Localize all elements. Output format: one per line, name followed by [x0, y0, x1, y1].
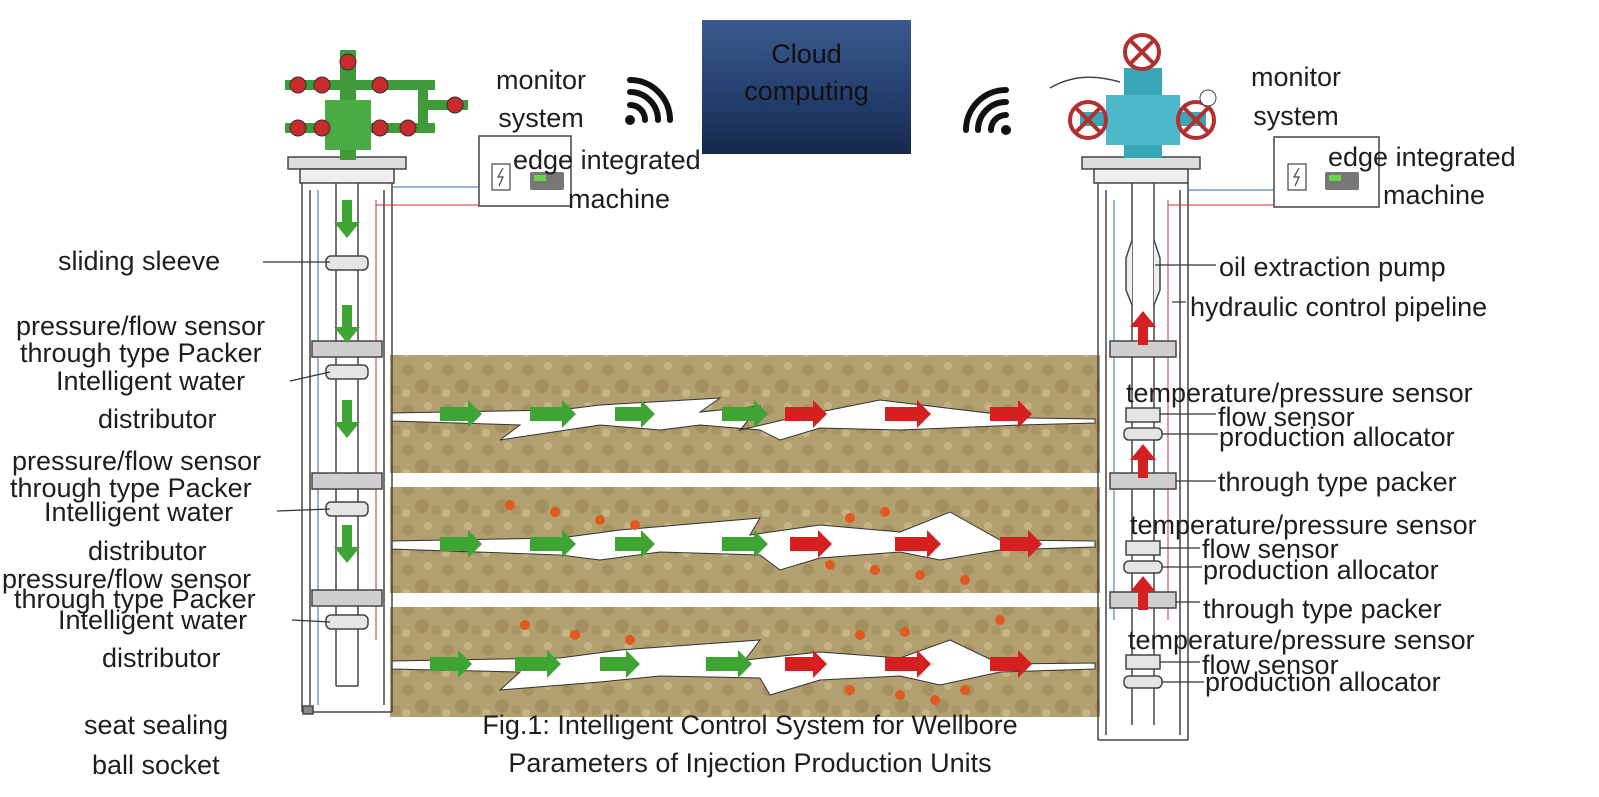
right-edge-label-1: edge integrated — [1328, 142, 1516, 172]
water-arrows — [430, 400, 768, 678]
left-wd-label-1a: Intelligent water — [56, 366, 246, 396]
right-temp-label-3: temperature/pressure sensor — [1128, 625, 1475, 655]
left-wd-label-2b: distributor — [88, 536, 207, 566]
left-monitor-label-1: monitor — [495, 65, 587, 95]
right-alloc-label-3: production allocator — [1205, 667, 1441, 697]
oil-droplets — [505, 500, 1005, 705]
wifi-icon-right — [963, 87, 1011, 135]
figure-caption-line2: Parameters of Injection Production Units — [508, 748, 992, 778]
left-monitor-label-2: system — [498, 103, 584, 133]
sliding-sleeve-label: sliding sleeve — [58, 246, 221, 276]
left-sensor-label-3: pressure/flow sensor — [2, 564, 252, 594]
left-packer-label-1: through type Packer — [20, 338, 262, 368]
leader-lines — [263, 261, 1218, 683]
left-edge-label-2: machine — [568, 184, 671, 214]
left-sensor-label-2: pressure/flow sensor — [12, 446, 262, 476]
wifi-icon-left — [625, 77, 673, 125]
cloud-label-line2: computing — [744, 76, 869, 106]
right-temp-label-2: temperature/pressure sensor — [1130, 510, 1477, 540]
pipeline-label: hydraulic control pipeline — [1190, 292, 1488, 322]
right-monitor-label-1: monitor — [1250, 62, 1342, 92]
left-wellhead-tree — [285, 50, 468, 160]
left-injection-arrows — [334, 200, 360, 563]
figure-caption-line1: Fig.1: Intelligent Control System for We… — [482, 710, 1018, 740]
left-sensor-label-1: pressure/flow sensor — [16, 311, 266, 341]
right-edge-label-2: machine — [1383, 180, 1486, 210]
right-temp-label-1: temperature/pressure sensor — [1126, 378, 1473, 408]
right-monitor-label-2: system — [1253, 101, 1339, 131]
left-wd-label-3a: Intelligent water — [58, 605, 248, 635]
left-wd-label-1b: distributor — [98, 404, 217, 434]
right-flow-label-1: flow sensor — [1218, 402, 1355, 432]
cloud-computing-box: Cloud computing — [702, 20, 911, 154]
right-alloc-label-1: production allocator — [1219, 422, 1455, 452]
right-packer-label-2: through type packer — [1218, 467, 1457, 497]
left-wd-label-3b: distributor — [102, 643, 221, 673]
pump-label: oil extraction pump — [1219, 252, 1446, 282]
seat-label-2: ball socket — [92, 750, 220, 780]
right-flow-label-3: flow sensor — [1202, 650, 1339, 680]
seat-label-1: seat sealing — [84, 710, 229, 740]
right-packer-label-3: through type packer — [1203, 594, 1442, 624]
left-edge-label-1: edge integrated — [513, 145, 701, 175]
left-packer-label-2: through type Packer — [10, 473, 252, 503]
right-flow-label-2: flow sensor — [1202, 534, 1339, 564]
oil-arrows — [785, 400, 1042, 678]
cloud-label-line1: Cloud — [771, 39, 842, 69]
right-alloc-label-2: production allocator — [1203, 555, 1439, 585]
right-production-arrows — [1130, 311, 1156, 610]
left-packer-label-3: through type Packer — [14, 584, 256, 614]
left-wd-label-2a: Intelligent water — [44, 497, 234, 527]
right-wellhead-tree — [1049, 33, 1217, 158]
